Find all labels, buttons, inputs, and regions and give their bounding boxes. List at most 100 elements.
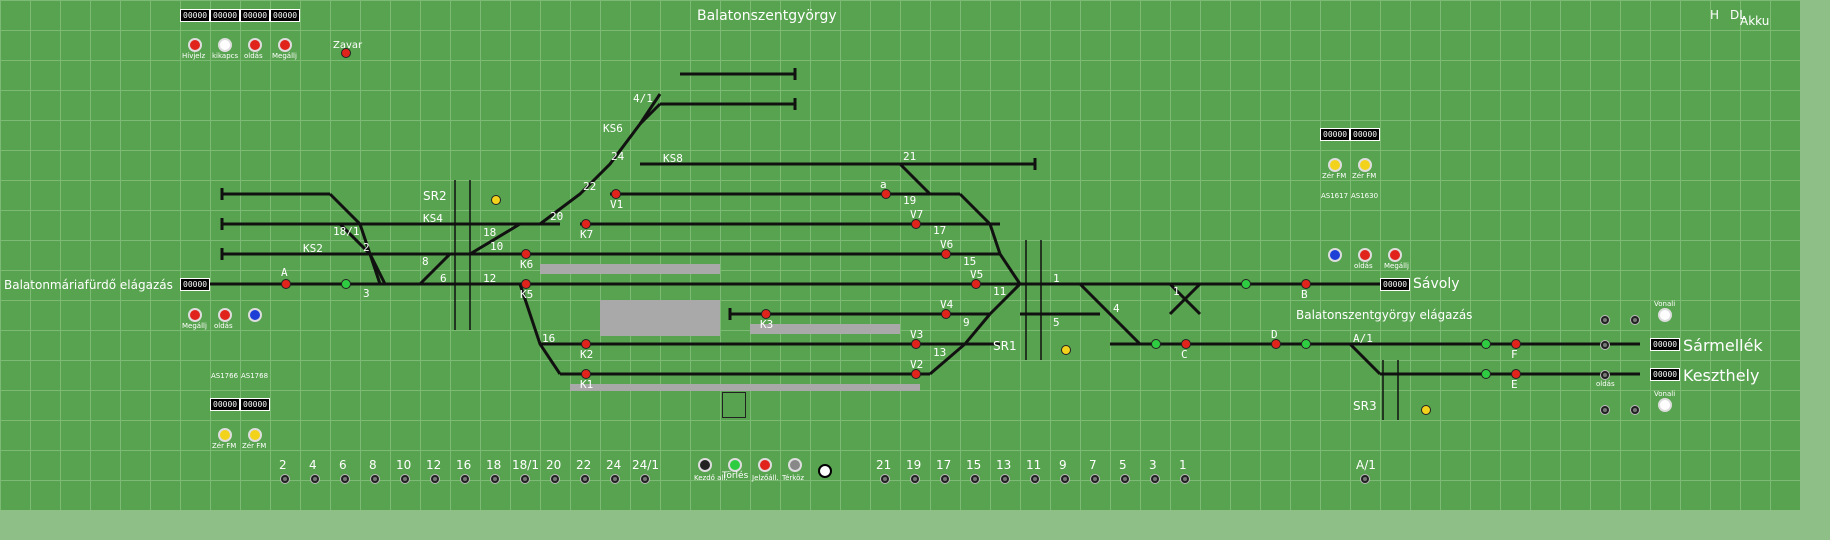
signal-V7-label: a (880, 178, 887, 191)
signal-c[interactable] (1151, 339, 1161, 349)
bottom-button-6[interactable] (340, 474, 350, 484)
kezdo-button-1[interactable] (1600, 315, 1610, 325)
jelzoall-label: Jelzőáll. (752, 474, 779, 482)
signal-K1[interactable] (581, 369, 591, 379)
right-zer-fm-button-1[interactable] (1328, 158, 1342, 172)
bottom-button-12[interactable] (430, 474, 440, 484)
kikapcs-label: kikapcs (212, 52, 239, 60)
terkoz-button[interactable] (788, 458, 802, 472)
left-blue-button[interactable] (248, 308, 262, 322)
left-zer-fm-button-2[interactable] (248, 428, 262, 442)
bottom-button-20[interactable] (550, 474, 560, 484)
bottom-button-10[interactable] (400, 474, 410, 484)
signal-E[interactable] (1511, 369, 1521, 379)
track-number: 5 (1053, 316, 1060, 329)
signal-b[interactable] (1241, 279, 1251, 289)
signal-A[interactable] (281, 279, 291, 289)
signal-K7[interactable] (611, 189, 621, 199)
right-zer-fm-button-2[interactable] (1358, 158, 1372, 172)
bottom-button-24[interactable] (610, 474, 620, 484)
h-indicator: H (1710, 8, 1720, 22)
kezdo-all-button[interactable] (698, 458, 712, 472)
signal-V1[interactable] (911, 369, 921, 379)
oldas-button[interactable] (248, 38, 262, 52)
track-number: 8 (422, 255, 429, 268)
vonali-button-1[interactable] (1658, 308, 1672, 322)
extra-control-button[interactable] (818, 464, 832, 478)
bottom-button-18[interactable] (490, 474, 500, 484)
bottom-button-18-1[interactable] (520, 474, 530, 484)
bottom-button-11[interactable] (1030, 474, 1040, 484)
track-number: 20 (550, 210, 564, 223)
right-megallj-button[interactable] (1388, 248, 1402, 262)
section-separators (454, 180, 1399, 420)
signal-F-label: F (1511, 348, 1518, 361)
left-oldas-button[interactable] (218, 308, 232, 322)
track-number: 6 (440, 272, 447, 285)
section-sr2-label: SR2 (423, 189, 447, 203)
counter-kikapcs: 00000 (210, 9, 241, 22)
left-megallj-label: Megállj (182, 322, 207, 330)
signal-K5[interactable] (521, 249, 531, 259)
vonali-button-2[interactable] (1658, 398, 1672, 412)
track-number: 4 (1113, 302, 1120, 315)
bottom-button-4[interactable] (310, 474, 320, 484)
signal-V4[interactable] (971, 279, 981, 289)
bottom-button-9[interactable] (1060, 474, 1070, 484)
bottom-button-16[interactable] (460, 474, 470, 484)
bottom-button-3[interactable] (1150, 474, 1160, 484)
signal-B[interactable] (1301, 279, 1311, 289)
signal-K6-label: K7 (580, 228, 594, 241)
signal-a[interactable] (341, 279, 351, 289)
bottom-button-5[interactable] (1120, 474, 1130, 484)
signal-K3[interactable] (761, 309, 771, 319)
bottom-button-a-1[interactable] (1360, 474, 1370, 484)
megallj-button[interactable] (278, 38, 292, 52)
bottom-button-21[interactable] (880, 474, 890, 484)
signal-V5[interactable] (941, 249, 951, 259)
left-zer-fm-button-1[interactable] (218, 428, 232, 442)
kezdo-button-3[interactable] (1630, 315, 1640, 325)
bottom-button-17[interactable] (940, 474, 950, 484)
right-oldas-label: oldás (1354, 262, 1373, 270)
kezdo-button-2[interactable] (1600, 405, 1610, 415)
keszthely-oldas-button[interactable] (1600, 370, 1610, 380)
counter-keszthely: 00000 (1650, 368, 1681, 381)
signal-D[interactable] (1271, 339, 1281, 349)
right-blue-button[interactable] (1328, 248, 1342, 262)
signal-sr1-indicator (1061, 345, 1071, 355)
sarmellek-oldas-button[interactable] (1600, 340, 1610, 350)
bottom-button-13[interactable] (1000, 474, 1010, 484)
bottom-button-8[interactable] (370, 474, 380, 484)
signal-C[interactable] (1181, 339, 1191, 349)
bottom-button-label: 10 (396, 458, 412, 472)
right-oldas-button[interactable] (1358, 248, 1372, 262)
signal-F[interactable] (1511, 339, 1521, 349)
signal-K2[interactable] (581, 339, 591, 349)
bottom-button-22[interactable] (580, 474, 590, 484)
signal-V6[interactable] (911, 219, 921, 229)
bottom-button-7[interactable] (1090, 474, 1100, 484)
bottom-button-24-1[interactable] (640, 474, 650, 484)
signal-d[interactable] (1301, 339, 1311, 349)
signal-K6[interactable] (581, 219, 591, 229)
kezdo-button-4[interactable] (1630, 405, 1640, 415)
kezdo-all-label: Kezdő all. (694, 474, 728, 482)
hivjelz-button[interactable] (188, 38, 202, 52)
signal-V7[interactable] (881, 189, 891, 199)
signal-e[interactable] (1481, 369, 1491, 379)
bottom-button-1[interactable] (1180, 474, 1190, 484)
left-zer-fm-label-2: Zér FM (242, 442, 267, 450)
jelzoall-button[interactable] (758, 458, 772, 472)
bottom-button-19[interactable] (910, 474, 920, 484)
signal-K4[interactable] (521, 279, 531, 289)
left-megallj-button[interactable] (188, 308, 202, 322)
torles-button[interactable] (728, 458, 742, 472)
kikapcs-button[interactable] (218, 38, 232, 52)
bottom-button-2[interactable] (280, 474, 290, 484)
signal-V2[interactable] (911, 339, 921, 349)
bottom-button-15[interactable] (970, 474, 980, 484)
signal-f[interactable] (1481, 339, 1491, 349)
signal-V3[interactable] (941, 309, 951, 319)
counter-zer-fm-1: 00000 (1320, 128, 1351, 141)
